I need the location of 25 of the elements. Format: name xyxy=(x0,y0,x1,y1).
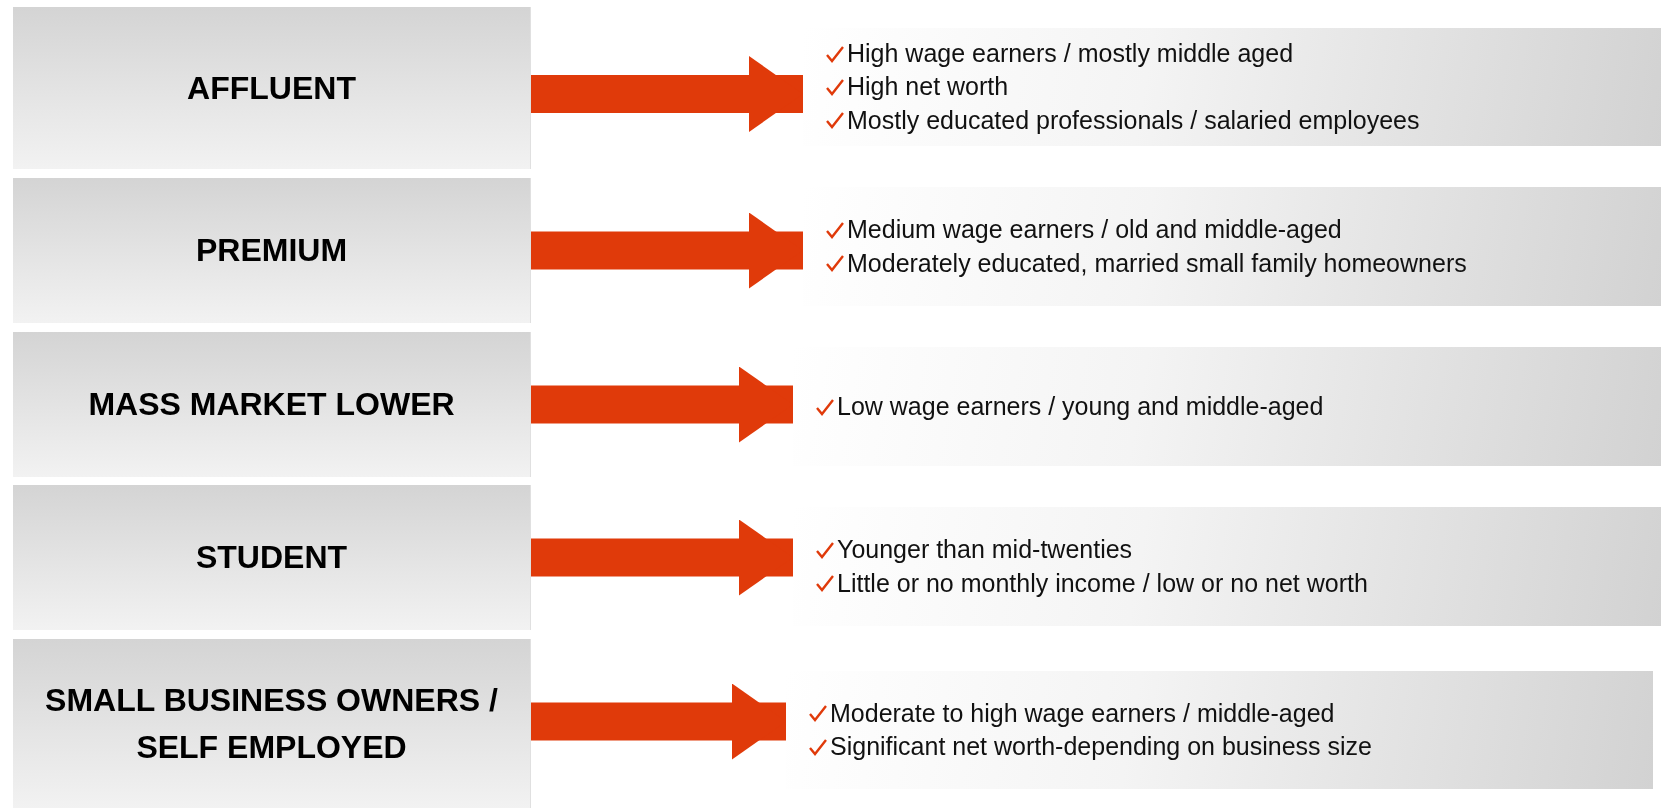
bullet-text: Mostly educated professionals / salaried employees xyxy=(847,104,1420,136)
bullet-text: Significant net worth-depending on business size xyxy=(830,731,1372,762)
bullet-text: Moderate to high wage earners / middle-aged xyxy=(830,697,1335,729)
bullet-text: Low wage earners / young and middle-aged xyxy=(837,390,1324,422)
segment-label: STUDENT xyxy=(194,538,349,578)
segment-label: SMALL BUSINESS OWNERS / SELF EMPLOYED xyxy=(44,681,499,767)
bullet-text: Younger than mid-twenties xyxy=(837,534,1133,566)
arrow xyxy=(531,519,793,596)
segment-panel xyxy=(13,7,531,169)
bullet-text: High wage earners / mostly middle aged xyxy=(847,38,1294,70)
segment-label: AFFLUENT xyxy=(186,68,357,108)
segment-label: MASS MARKET LOWER xyxy=(87,385,456,425)
arrow xyxy=(531,212,803,289)
segment-panel xyxy=(13,332,531,477)
arrow xyxy=(531,366,793,443)
segment-panel xyxy=(13,639,531,808)
bullet-text: Medium wage earners / old and middle-aged xyxy=(847,214,1342,246)
arrow xyxy=(531,683,786,760)
bullet-text: High net worth xyxy=(847,71,1009,103)
segment-panel xyxy=(13,178,531,323)
arrow xyxy=(531,56,803,132)
segment-label: PREMIUM xyxy=(194,231,349,271)
bullet-text: Little or no monthly income / low or no net worth xyxy=(837,567,1368,599)
segment-panel xyxy=(13,485,531,630)
bullet-text: Moderately educated, married small family homeowners xyxy=(847,247,1467,279)
